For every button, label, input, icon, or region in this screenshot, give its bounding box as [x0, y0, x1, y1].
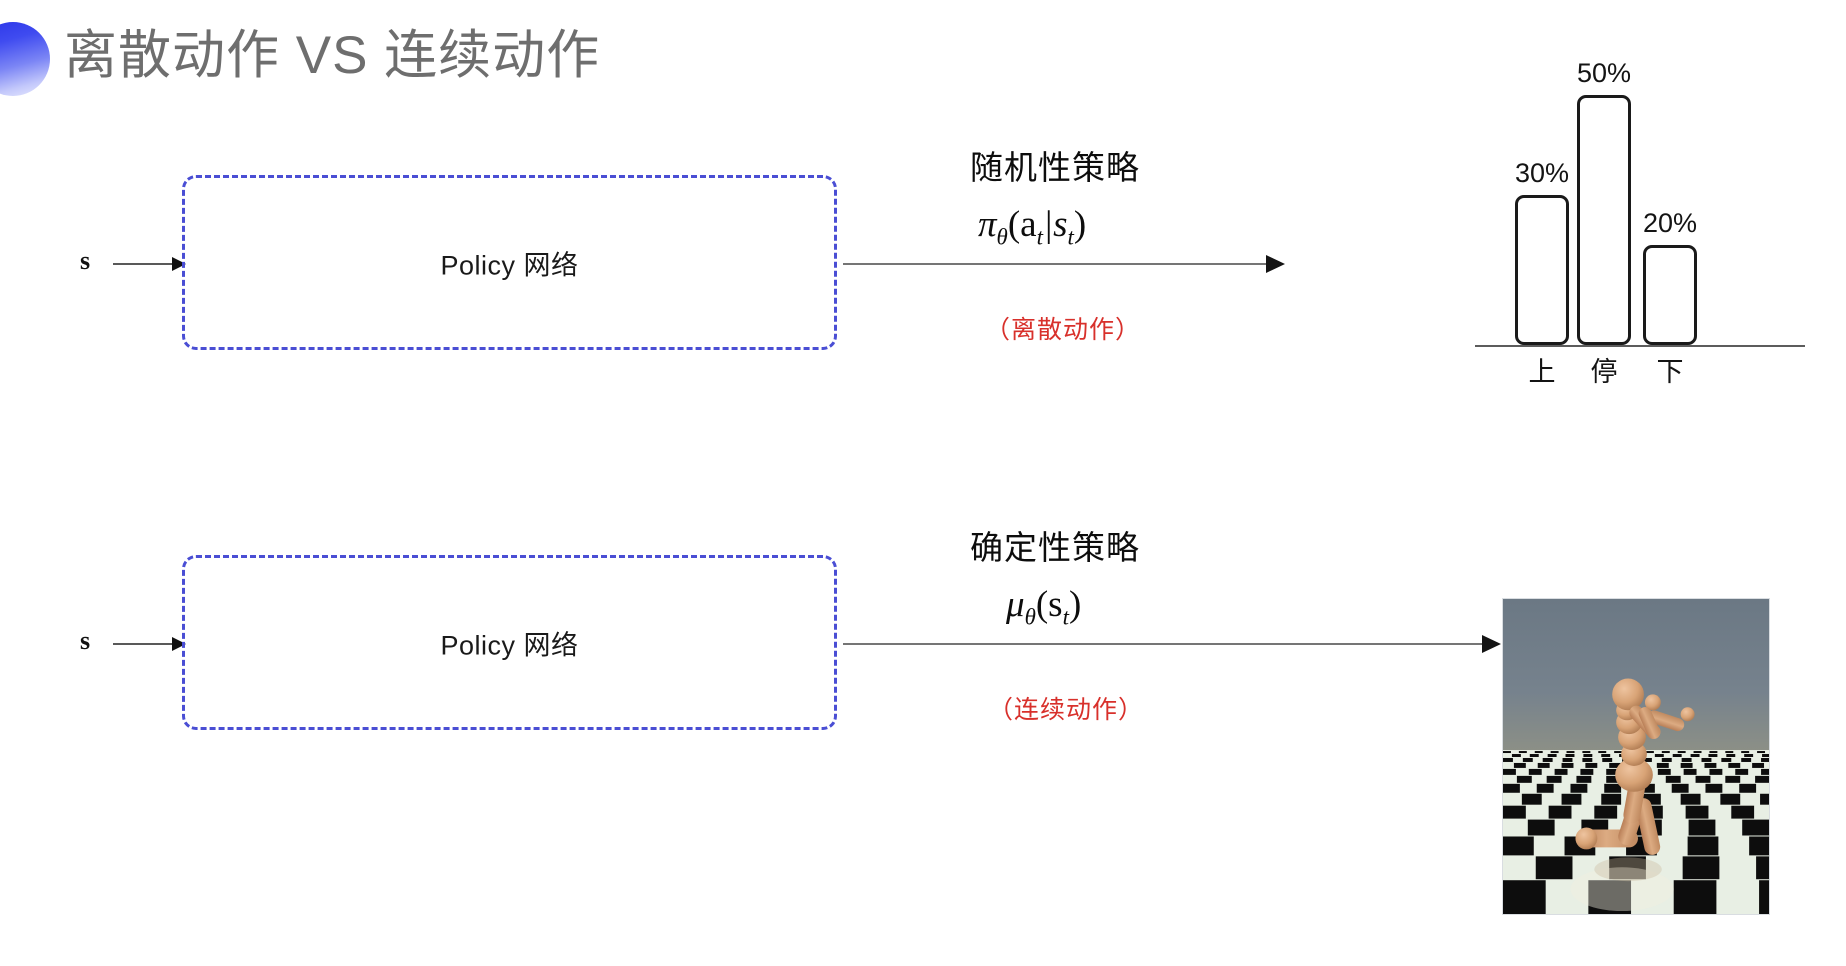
formula-open: (a	[1007, 204, 1037, 245]
discrete-policy-network-box[interactable]: Policy 网络	[182, 175, 837, 350]
deterministic-policy-formula: μθ(st)	[1006, 583, 1081, 630]
bar-rect-stop[interactable]	[1577, 95, 1631, 345]
formula-t1: t	[1036, 224, 1043, 250]
bar-value-up: 30%	[1514, 158, 1570, 188]
formula-close: )	[1073, 204, 1087, 245]
continuous-input-arrow	[113, 637, 186, 651]
deterministic-policy-label: 确定性策略	[970, 529, 1140, 566]
formula-t2: t	[1067, 224, 1074, 250]
half-circle-gradient-icon	[0, 22, 50, 96]
discrete-input-arrow	[113, 257, 186, 271]
bar-rect-down[interactable]	[1643, 245, 1697, 345]
discrete-action-bar-chart: 30% 上 50% 停 20% 下	[1475, 58, 1805, 395]
bar-chart-axis	[1475, 345, 1805, 347]
formula-pi: π	[978, 204, 997, 245]
continuous-policy-box-label: Policy 网络	[440, 630, 579, 660]
humanoid-figure	[1575, 678, 1695, 855]
page-title: 离散动作 VS 连续动作	[64, 26, 601, 85]
humanoid-scene-graphic	[1503, 599, 1769, 914]
continuous-policy-network-box[interactable]: Policy 网络	[182, 555, 837, 730]
discrete-action-row: s Policy 网络 随机性策略 πθ(at|st) （离散动作）	[0, 149, 1846, 470]
bar-rect-up[interactable]	[1515, 195, 1569, 345]
formula-mu: μ	[1006, 584, 1025, 625]
discrete-policy-box-label: Policy 网络	[440, 250, 579, 280]
discrete-output-arrow	[843, 255, 1285, 273]
formula-theta: θ	[996, 224, 1008, 250]
discrete-action-note: （离散动作）	[985, 316, 1142, 344]
bar-value-down: 20%	[1642, 208, 1698, 238]
continuous-output-arrow	[843, 635, 1501, 653]
continuous-action-row: s Policy 网络 确定性策略 μθ(st) （连续动作）	[0, 529, 1846, 930]
bar-category-up: 上	[1528, 357, 1556, 387]
formula-close-2: )	[1068, 584, 1082, 625]
bar-category-stop: 停	[1590, 357, 1618, 387]
stochastic-policy-label: 随机性策略	[970, 149, 1140, 186]
humanoid-simulation-image	[1502, 598, 1770, 915]
discrete-input-label: s	[80, 246, 91, 275]
formula-open-2: (s	[1035, 584, 1063, 625]
bar-category-down: 下	[1656, 357, 1684, 387]
stochastic-policy-formula: πθ(at|st)	[978, 203, 1086, 250]
continuous-action-note: （连续动作）	[988, 696, 1145, 724]
formula-mid: |s	[1042, 204, 1068, 245]
bar-value-stop: 50%	[1576, 58, 1632, 88]
formula-t3: t	[1062, 604, 1069, 630]
continuous-input-label: s	[80, 626, 91, 655]
formula-theta-2: θ	[1024, 604, 1036, 630]
